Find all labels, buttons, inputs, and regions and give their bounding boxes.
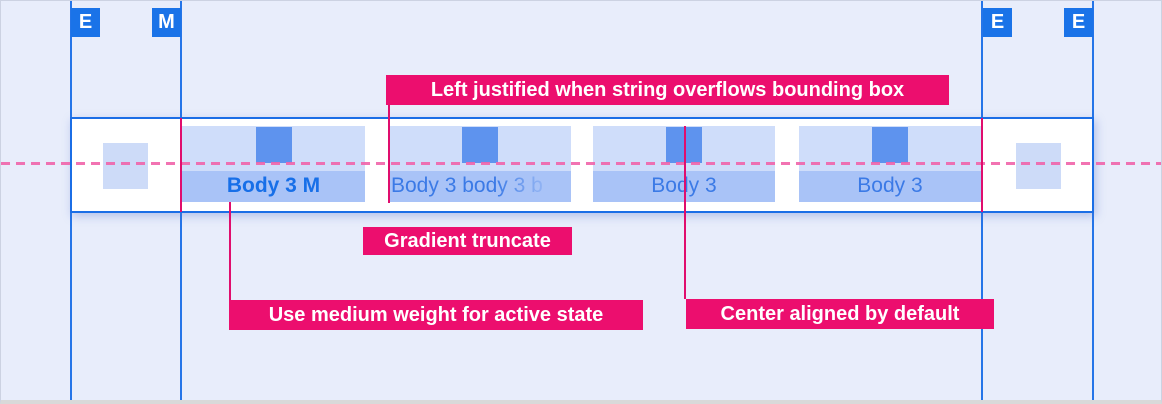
spacing-marker-e-content: E [983, 8, 1012, 37]
tab-label-text: Body 3 [651, 174, 717, 197]
tab-icon [462, 127, 498, 163]
annotation-center-aligned: Center aligned by default [686, 299, 994, 329]
tab-label: Body 3 [799, 171, 981, 202]
content-edge-line-right [981, 118, 983, 212]
tab-label-text: Body 3 body 3 b [391, 174, 543, 197]
tab-label-text: Body 3 [857, 174, 923, 197]
leader-line-center-aligned [684, 126, 686, 299]
spacing-marker-e-right: E [1064, 8, 1093, 37]
content-edge-line-left [180, 118, 182, 212]
annotation-gradient-truncate: Gradient truncate [363, 227, 572, 255]
tab-icon [255, 127, 292, 163]
leader-line-medium-weight [229, 202, 231, 300]
annotation-medium-weight: Use medium weight for active state [229, 300, 643, 330]
right-edge-spacer [1016, 143, 1061, 189]
tab-icon [872, 127, 908, 163]
spacing-marker-e-left: E [71, 8, 100, 37]
annotation-text: Gradient truncate [384, 229, 551, 252]
left-edge-spacer [103, 143, 148, 189]
tab-label-active: Body 3 M [182, 171, 365, 202]
tab-label-truncated: Body 3 body 3 b [389, 171, 571, 202]
annotation-left-justified: Left justified when string overflows bou… [386, 75, 949, 105]
leader-line-left-justified [388, 105, 390, 203]
baseline-dashed-line [1, 162, 1161, 165]
spacing-marker-m: M [152, 8, 181, 37]
tab-label-text: Body 3 M [226, 174, 321, 197]
